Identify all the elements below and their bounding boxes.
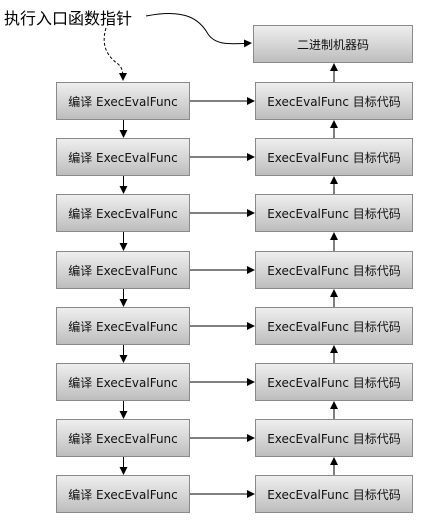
compile-step-box: 编译 ExecEvalFunc xyxy=(56,475,190,513)
target-code-box: ExecEvalFunc 目标代码 xyxy=(255,82,413,120)
compile-step-box: 编译 ExecEvalFunc xyxy=(56,307,190,345)
target-code-box: ExecEvalFunc 目标代码 xyxy=(255,307,413,345)
pointer-to-machine-code-arrow xyxy=(145,12,252,48)
target-code-box: ExecEvalFunc 目标代码 xyxy=(255,194,413,232)
compile-step-box: 编译 ExecEvalFunc xyxy=(56,82,190,120)
entry-function-pointer-label: 执行入口函数指针 xyxy=(4,9,133,28)
target-code-box: ExecEvalFunc 目标代码 xyxy=(255,251,413,289)
target-code-box: ExecEvalFunc 目标代码 xyxy=(255,138,413,176)
compile-step-box: 编译 ExecEvalFunc xyxy=(56,251,190,289)
compile-step-box: 编译 ExecEvalFunc xyxy=(56,138,190,176)
pointer-to-first-compile-arrow xyxy=(103,27,127,81)
target-code-box: ExecEvalFunc 目标代码 xyxy=(255,363,413,401)
machine-code-box: 二进制机器码 xyxy=(253,25,413,63)
compile-step-box: 编译 ExecEvalFunc xyxy=(56,194,190,232)
target-code-box: ExecEvalFunc 目标代码 xyxy=(255,475,413,513)
compile-step-box: 编译 ExecEvalFunc xyxy=(56,419,190,457)
target-code-box: ExecEvalFunc 目标代码 xyxy=(255,419,413,457)
compile-step-box: 编译 ExecEvalFunc xyxy=(56,363,190,401)
